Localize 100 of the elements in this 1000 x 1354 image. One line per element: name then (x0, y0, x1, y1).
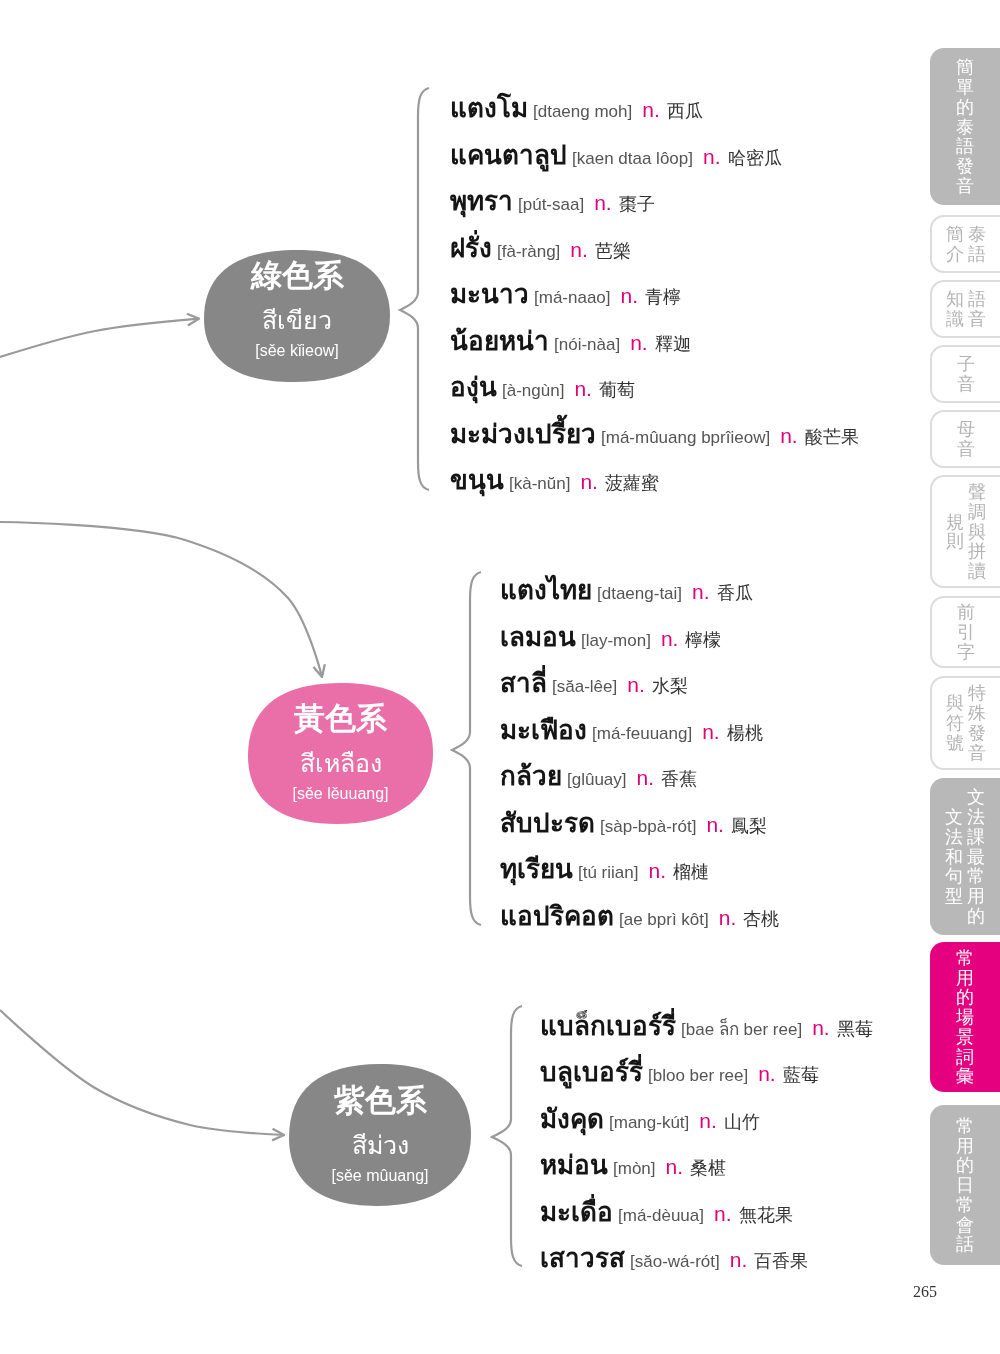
romanization: [bloo ber ree] (648, 1065, 749, 1088)
romanization: [pút-saa] (518, 194, 585, 216)
category-title: 黃色系 (294, 700, 387, 736)
romanization: [săa-lêe] (552, 676, 618, 698)
part-of-speech: n. (714, 1200, 732, 1227)
section-tab (930, 942, 1000, 1092)
romanization: [dtaeng-tai] (597, 583, 683, 605)
thai-word: พุทรา (450, 185, 513, 220)
romanization: [má-feuuang] (592, 722, 693, 745)
thai-word: ทุเรียน (500, 853, 573, 888)
section-tab (930, 345, 1000, 403)
part-of-speech: n. (729, 1247, 748, 1273)
romanization: [sěe mûuang] (331, 1166, 429, 1186)
chinese-gloss: 香蕉 (661, 767, 698, 791)
tab-label: 子音 (957, 354, 975, 394)
chinese-gloss: 香瓜 (716, 581, 753, 605)
part-of-speech: n. (692, 579, 710, 605)
section-tab (930, 410, 1000, 468)
part-of-speech: n. (630, 329, 648, 356)
romanization: [má-naao] (534, 287, 611, 309)
category-title: 紫色系 (333, 1082, 427, 1118)
chinese-gloss: 芭樂 (594, 238, 631, 263)
curved-arrow (0, 312, 201, 359)
thai-word: แตงไทย (500, 573, 592, 607)
romanization: [sěe kǐieow] (255, 341, 339, 361)
tab-label: 常用的日常會話 (956, 1115, 974, 1255)
chinese-gloss: 黑莓 (836, 1017, 873, 1041)
category-title: 綠色系 (250, 257, 344, 293)
thai-word: แบล็กเบอร์รี่ (540, 1006, 676, 1046)
thai-word: แอปริคอต (500, 899, 614, 933)
chinese-gloss: 釋迦 (654, 331, 691, 356)
tab-label: 常用的場景詞彙 (956, 947, 974, 1087)
category-blob (289, 1064, 471, 1206)
part-of-speech: n. (812, 1015, 830, 1041)
section-tab (930, 596, 1000, 668)
thai-category-name: สีเขียว (262, 305, 332, 337)
part-of-speech: n. (699, 1107, 717, 1134)
curved-arrow (0, 1009, 286, 1142)
chinese-gloss: 酸芒果 (804, 424, 859, 449)
chinese-gloss: 百香果 (754, 1249, 809, 1273)
chinese-gloss: 西瓜 (666, 99, 703, 123)
tab-label: 前引字 (957, 602, 975, 662)
romanization: [glûuay] (567, 769, 627, 791)
thai-word: สาลี่ (500, 663, 547, 703)
thai-word: มะเฟือง (500, 713, 587, 747)
romanization: [má-mûuang bprîieow] (601, 426, 771, 449)
part-of-speech: n. (642, 97, 660, 123)
part-of-speech: n. (636, 765, 655, 791)
tab-label: 簡單的泰語發音 (956, 57, 974, 196)
part-of-speech: n. (718, 904, 737, 931)
romanization: [ae bprì kôt] (619, 908, 709, 931)
romanization: [mang-kút] (609, 1111, 690, 1134)
tab-label: 母音 (957, 419, 975, 459)
thai-word: หม่อน (540, 1149, 608, 1183)
thai-word: เลมอน (500, 620, 576, 654)
romanization: [nói-nàa] (554, 333, 621, 356)
part-of-speech: n. (580, 469, 598, 495)
part-of-speech: n. (574, 376, 592, 402)
chinese-gloss: 藍莓 (782, 1063, 819, 1088)
chinese-gloss: 水梨 (651, 674, 688, 698)
chinese-gloss: 青檸 (645, 285, 682, 309)
thai-word: แคนตาลูป (450, 138, 567, 174)
chinese-gloss: 山竹 (723, 1109, 760, 1134)
part-of-speech: n. (706, 811, 724, 838)
part-of-speech: n. (780, 422, 798, 449)
romanization: [mòn] (613, 1158, 656, 1181)
thai-word: ฝรั่ง (450, 229, 492, 265)
section-tab (930, 1105, 1000, 1265)
category-blob (204, 250, 390, 382)
chinese-gloss: 榴槤 (673, 860, 709, 884)
thai-word: มังคุด (540, 1102, 604, 1138)
section-tab (930, 778, 1000, 935)
part-of-speech: n. (665, 1154, 684, 1181)
section-tab (930, 48, 1000, 205)
tab-label: 泰語簡介 (946, 224, 986, 264)
romanization: [kà-nŭn] (509, 473, 571, 495)
thai-word: องุ่น (450, 371, 497, 406)
part-of-speech: n. (660, 625, 679, 652)
thai-word: บลูเบอร์รี่ (540, 1052, 643, 1093)
romanization: [săo-wá-rót] (630, 1251, 720, 1273)
chinese-gloss: 楊桃 (726, 720, 763, 745)
part-of-speech: n. (758, 1061, 776, 1088)
thai-word: เสาวรส (540, 1242, 625, 1275)
thai-word: สับปะรด (500, 806, 595, 840)
section-tab (930, 215, 1000, 273)
thai-category-name: สีม่วง (351, 1130, 409, 1162)
category-blob (248, 683, 433, 824)
chinese-gloss: 無花果 (738, 1202, 793, 1227)
page-number: 265 (913, 1283, 937, 1301)
part-of-speech: n. (627, 672, 645, 698)
romanization: [má-dèuua] (618, 1204, 704, 1227)
section-tab (930, 475, 1000, 588)
chinese-gloss: 杏桃 (743, 906, 780, 931)
chinese-gloss: 桑椹 (690, 1156, 727, 1181)
romanization: [lay-mon] (581, 629, 651, 652)
romanization: [bae ล็ก ber ree] (681, 1017, 803, 1041)
chinese-gloss: 菠蘿蜜 (604, 471, 659, 495)
part-of-speech: n. (702, 718, 720, 745)
part-of-speech: n. (648, 858, 666, 884)
thai-word: น้อยหน่า (450, 324, 549, 358)
